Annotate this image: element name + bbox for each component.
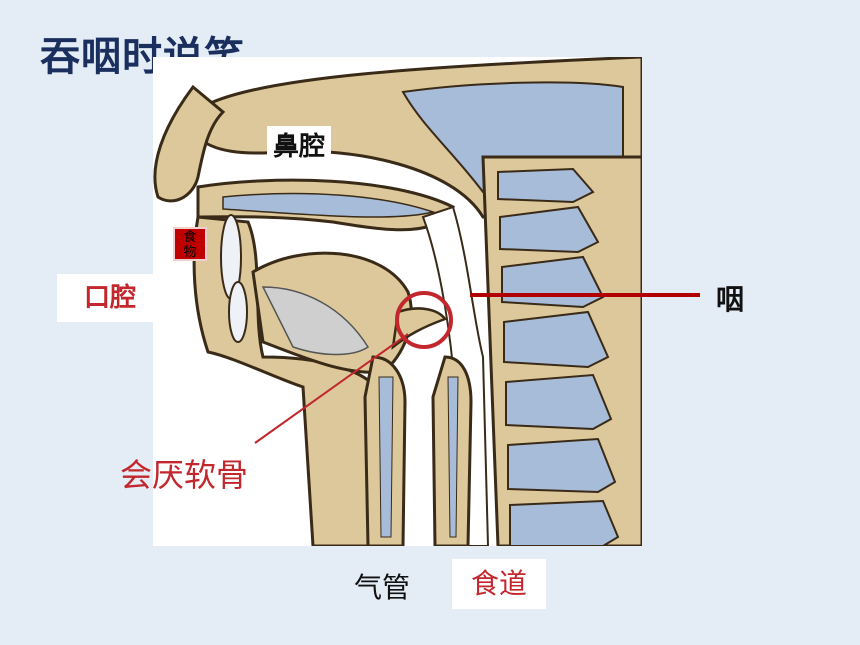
food-tag: 食 物 [173, 227, 207, 261]
nasal-cavity-label: 鼻腔 [267, 126, 332, 163]
epiglottis-label: 会厌软骨 [120, 456, 249, 494]
vertebra-4 [503, 310, 610, 369]
pharynx-label: 咽 [716, 283, 745, 316]
palate-cavity [222, 192, 436, 218]
vertebra-5 [505, 373, 613, 431]
vertebra-2 [499, 205, 600, 254]
esophagus-lumen [447, 376, 459, 538]
vertebra-3 [501, 255, 605, 309]
vertebra-1 [497, 167, 595, 204]
trachea-lumen [378, 376, 394, 538]
vertebra-7 [509, 499, 620, 546]
epiglottis-shape [391, 307, 447, 350]
nose-outline [153, 84, 226, 203]
vertebrae [497, 167, 620, 546]
lower-teeth [228, 281, 248, 343]
vertebra-6 [507, 437, 617, 494]
food-tag-line-1: 食 [183, 230, 197, 245]
oral-cavity-label: 口腔 [57, 274, 163, 322]
trachea-label: 气管 [354, 571, 411, 604]
esophagus-label: 食道 [452, 559, 546, 609]
food-tag-line-2: 物 [183, 245, 197, 260]
